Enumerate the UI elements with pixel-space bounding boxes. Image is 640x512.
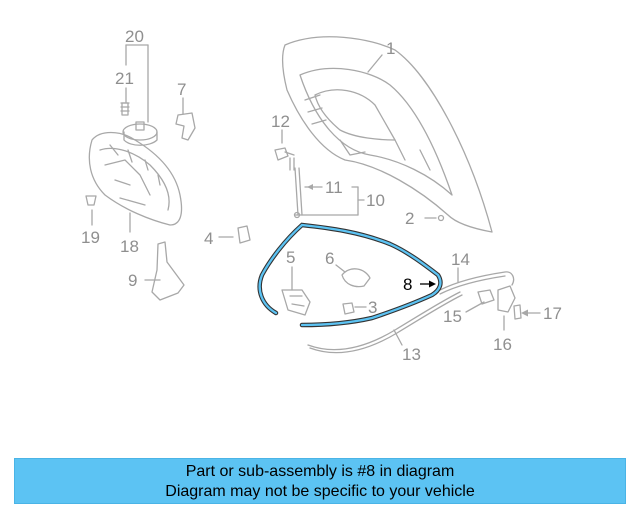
callout-14: 14 xyxy=(451,250,470,269)
hood-panel xyxy=(281,36,493,233)
callout-11: 11 xyxy=(325,178,343,197)
bolt-21 xyxy=(120,102,130,116)
hood-seal-8 xyxy=(257,222,443,328)
bracket-9 xyxy=(151,241,185,301)
callout-6: 6 xyxy=(325,249,334,268)
callout-8: 8 xyxy=(403,275,412,294)
callout-13: 13 xyxy=(402,345,421,364)
clip-17 xyxy=(513,304,522,320)
seal-13 xyxy=(307,291,461,351)
callout-15: 15 xyxy=(443,307,462,326)
clip-4 xyxy=(237,225,251,244)
bracket-7 xyxy=(175,112,196,141)
leader-line-1 xyxy=(367,54,383,73)
leader-arrow-17 xyxy=(521,309,528,317)
callout-21: 21 xyxy=(115,69,134,88)
part-caption-banner: Part or sub-assembly is #8 in diagram Di… xyxy=(14,458,626,504)
leader-arrow-8 xyxy=(420,280,436,288)
clip-3 xyxy=(342,302,355,315)
callout-1: 1 xyxy=(386,39,395,58)
leader-line-15 xyxy=(465,301,485,313)
parts-diagram: 1 2 3 4 5 6 7 8 9 10 11 12 13 14 15 16 1… xyxy=(81,27,562,364)
release-cable-14 xyxy=(439,271,515,295)
bumper-20 xyxy=(122,121,158,146)
callout-17: 17 xyxy=(543,304,562,323)
callout-7: 7 xyxy=(177,80,186,99)
leader-line-13 xyxy=(393,329,403,346)
callout-19: 19 xyxy=(81,228,100,247)
prop-rod xyxy=(289,157,303,219)
leader-line-6 xyxy=(335,264,346,273)
callout-18: 18 xyxy=(120,237,139,256)
callout-5: 5 xyxy=(286,248,295,267)
callout-12: 12 xyxy=(271,112,290,131)
leader-arrow-11 xyxy=(307,184,313,190)
caption-line-1: Part or sub-assembly is #8 in diagram xyxy=(185,463,455,480)
callout-3: 3 xyxy=(368,298,377,317)
callout-16: 16 xyxy=(493,335,512,354)
leader-lines-20-21 xyxy=(125,44,149,123)
striker-6 xyxy=(341,268,371,288)
hood-insulator xyxy=(88,131,183,226)
latch-5 xyxy=(281,289,311,316)
callout-4: 4 xyxy=(204,229,213,248)
callout-20: 20 xyxy=(125,27,144,46)
nut-2 xyxy=(437,214,445,222)
release-handle-16 xyxy=(497,285,516,313)
bolt-12 xyxy=(274,147,295,161)
callout-2: 2 xyxy=(405,209,414,228)
caption-line-2: Diagram may not be specific to your vehi… xyxy=(165,483,475,500)
clip-15 xyxy=(477,289,495,305)
callout-9: 9 xyxy=(128,271,137,290)
clip-19 xyxy=(85,195,97,206)
callout-10: 10 xyxy=(366,191,385,210)
